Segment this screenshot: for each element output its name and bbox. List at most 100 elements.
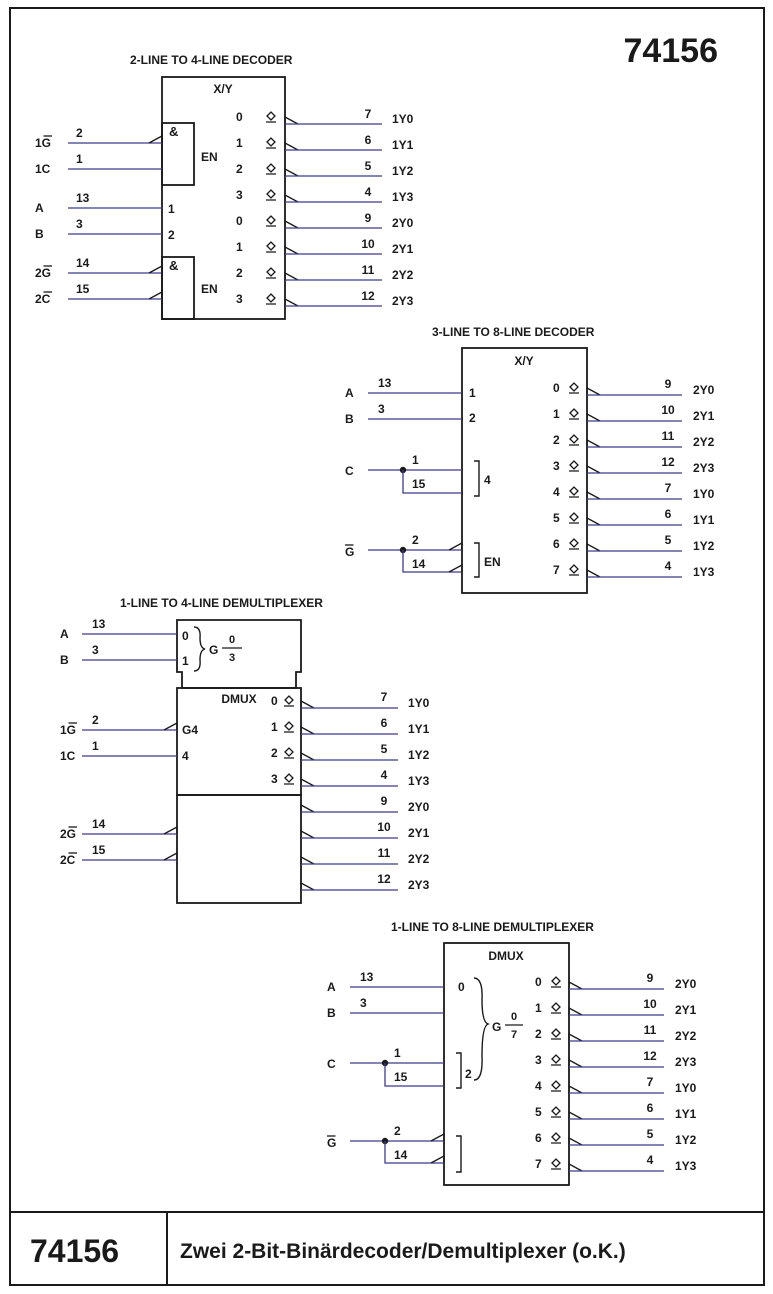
d4-output-negation (568, 1110, 583, 1120)
d4-output-index: 4 (535, 1079, 542, 1093)
d2-output-negation (586, 464, 601, 474)
d4-open-collector-icon (551, 976, 561, 988)
d2-output-label: 2Y3 (693, 461, 715, 475)
d2-bracket-4 (474, 460, 480, 497)
d3-input-pin: 3 (92, 643, 99, 657)
d3-output-index: 2 (271, 746, 278, 760)
d2-output-label: 1Y3 (693, 565, 715, 579)
d3-output-negation (300, 881, 315, 891)
d4-g-den: 7 (511, 1029, 517, 1041)
d3-output-label: 1Y3 (408, 774, 430, 788)
d3-output-index: 3 (271, 772, 278, 786)
d4-output-negation (568, 1162, 583, 1172)
d4-g-num: 0 (511, 1011, 517, 1023)
d3-output-index: 0 (271, 694, 278, 708)
d1-en-top: EN (201, 150, 218, 164)
d1-input-pin: 13 (76, 191, 90, 205)
d2-input-wire (402, 550, 462, 573)
d2-output-index: 6 (553, 537, 560, 551)
d1-input-label: 1C (35, 162, 51, 176)
d3-output-label: 2Y3 (408, 878, 430, 892)
d3-in4: 4 (182, 749, 189, 763)
d2-output-negation (586, 542, 601, 552)
d4-output-pin: 5 (647, 1127, 654, 1141)
d1-output-negation (284, 115, 299, 125)
d1-output-pin: 4 (365, 185, 372, 199)
d4-open-collector-icon (551, 1054, 561, 1066)
d4-g: G (492, 1020, 501, 1034)
d1-input-label: A (35, 201, 44, 215)
d1-input-pin: 14 (76, 256, 90, 270)
d1-output-index: 1 (236, 240, 243, 254)
d2-input-pin: 3 (378, 402, 385, 416)
d2-output-index: 4 (553, 485, 560, 499)
d2-output-pin: 9 (665, 377, 672, 391)
d4-input-pin: 1 (394, 1046, 401, 1060)
d2-input-negation (448, 563, 463, 573)
d4-bracket-enable (456, 1135, 462, 1173)
d2-output-label: 1Y2 (693, 539, 715, 553)
d4-input-label: A (327, 980, 336, 994)
decoder-2-to-4: 2-LINE TO 4-LINE DECODER X/Y & EN & EN 1… (35, 53, 414, 320)
d3-input-label: B (60, 653, 69, 667)
d2-input-weight-4: 4 (484, 473, 491, 487)
d2-open-collector-icon (569, 564, 579, 576)
d1-output-pin: 12 (361, 289, 375, 303)
d3-section-2 (176, 794, 302, 904)
d1-and-top: & (169, 124, 178, 139)
d4-input-label: G (327, 1136, 336, 1150)
d1-output-pin: 5 (365, 159, 372, 173)
d1-output-label: 2Y1 (392, 242, 414, 256)
d2-input-label: C (345, 464, 354, 478)
d4-input-pin: 2 (394, 1124, 401, 1138)
d4-output-pin: 12 (643, 1049, 657, 1063)
d2-output-index: 5 (553, 511, 560, 525)
d3-input-label: 1G (60, 723, 76, 737)
d1-box-label: X/Y (213, 82, 232, 96)
d2-open-collector-icon (569, 486, 579, 498)
d2-box-label: X/Y (514, 354, 533, 368)
d2-input-pin: 1 (412, 453, 419, 467)
d1-output-label: 1Y3 (392, 190, 414, 204)
d1-input-label: B (35, 227, 44, 241)
d3-output-label: 1Y2 (408, 748, 430, 762)
d1-output-index: 2 (236, 162, 243, 176)
d2-input-label: G (345, 545, 354, 559)
d4-output-index: 3 (535, 1053, 542, 1067)
d1-output-negation (284, 141, 299, 151)
d1-open-collector-icon (266, 215, 276, 227)
d4-input-label: C (327, 1057, 336, 1071)
d4-output-pin: 9 (647, 971, 654, 985)
d2-title: 3-LINE TO 8-LINE DECODER (432, 325, 595, 339)
d4-open-collector-icon (551, 1080, 561, 1092)
d3-output-negation (300, 699, 315, 709)
d3-open-collector-icon (284, 721, 294, 733)
d2-en: EN (484, 555, 501, 569)
d1-main-box (161, 76, 286, 320)
d3-output-label: 2Y2 (408, 852, 430, 866)
d2-input-pin: 13 (378, 376, 392, 390)
page-frame (9, 7, 765, 1286)
d4-open-collector-icon (551, 1158, 561, 1170)
d3-g-num: 0 (229, 634, 235, 646)
d3-output-negation (300, 777, 315, 787)
d3-input-pin: 1 (92, 739, 99, 753)
d2-output-pin: 11 (662, 429, 675, 443)
d3-input-label: 2C (60, 853, 76, 867)
d4-output-negation (568, 1136, 583, 1146)
d1-open-collector-icon (266, 111, 276, 123)
d2-open-collector-icon (569, 460, 579, 472)
d1-output-label: 2Y0 (392, 216, 414, 230)
d1-output-label: 1Y0 (392, 112, 414, 126)
d4-input-pin: 3 (360, 996, 367, 1010)
d4-bracket-2 (456, 1052, 462, 1089)
d3-open-collector-icon (284, 695, 294, 707)
d4-open-collector-icon (551, 1106, 561, 1118)
d4-output-label: 2Y2 (675, 1029, 697, 1043)
d1-input-label: 1G (35, 136, 51, 150)
d1-open-collector-icon (266, 163, 276, 175)
d2-input-pin: 14 (412, 557, 426, 571)
d4-output-label: 2Y3 (675, 1055, 697, 1069)
